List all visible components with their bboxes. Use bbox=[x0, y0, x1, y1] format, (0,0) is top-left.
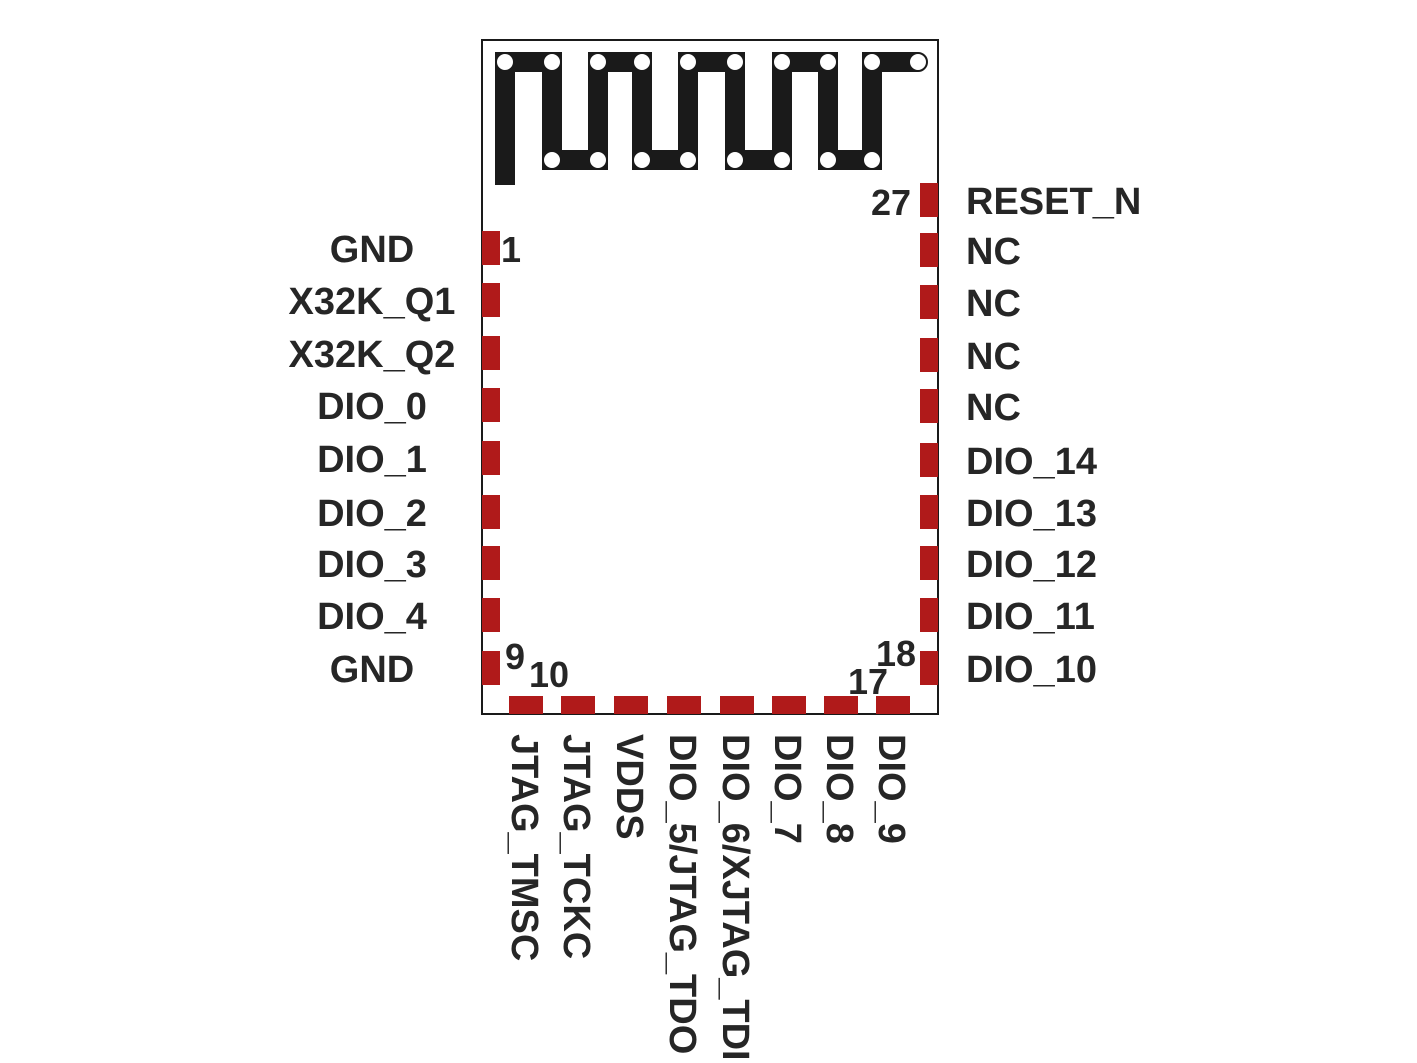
pin-label-bottom: DIO_9 bbox=[870, 734, 912, 844]
pad-right bbox=[920, 233, 938, 267]
pin-label-right: DIO_11 bbox=[966, 596, 1095, 638]
pad-right bbox=[920, 183, 938, 217]
pin-number-bottom-last: 17 bbox=[848, 661, 888, 702]
pad-bottom bbox=[509, 696, 543, 714]
pad-left bbox=[482, 495, 500, 529]
pin-number-last: 27 bbox=[871, 182, 911, 223]
pin-number-first: 1 bbox=[501, 229, 521, 270]
pin-label-right: NC bbox=[966, 387, 1021, 429]
pin-label-left: GND bbox=[330, 229, 414, 271]
pin-label-left: DIO_1 bbox=[317, 439, 427, 481]
pad-left bbox=[482, 441, 500, 475]
pad-left bbox=[482, 388, 500, 422]
pad-left bbox=[482, 651, 500, 685]
pad-right bbox=[920, 495, 938, 529]
pin-label-left: X32K_Q1 bbox=[289, 281, 456, 323]
pin-label-right: DIO_13 bbox=[966, 493, 1097, 535]
pin-label-left: DIO_2 bbox=[317, 493, 427, 535]
pad-left bbox=[482, 231, 500, 265]
pad-bottom bbox=[667, 696, 701, 714]
pad-left bbox=[482, 336, 500, 370]
pad-left bbox=[482, 283, 500, 317]
pad-bottom bbox=[614, 696, 648, 714]
pin-label-bottom: JTAG_TCKC bbox=[555, 734, 597, 959]
pin-label-left: DIO_4 bbox=[317, 596, 427, 638]
pin-label-right: NC bbox=[966, 231, 1021, 273]
pad-left bbox=[482, 598, 500, 632]
pad-left bbox=[482, 546, 500, 580]
pin-label-right: RESET_N bbox=[966, 181, 1141, 223]
pad-right bbox=[920, 651, 938, 685]
pin-label-right: NC bbox=[966, 283, 1021, 325]
pin-number-bottom-first: 10 bbox=[529, 654, 569, 695]
pad-right bbox=[920, 546, 938, 580]
pad-right bbox=[920, 598, 938, 632]
pad-right bbox=[920, 285, 938, 319]
pin-label-left: DIO_0 bbox=[317, 386, 427, 428]
pin-labels: GNDX32K_Q1X32K_Q2DIO_0DIO_1DIO_2DIO_3DIO… bbox=[289, 181, 1142, 1061]
pad-right bbox=[920, 443, 938, 477]
pad-bottom bbox=[876, 696, 910, 714]
pin-number-right-first: 18 bbox=[876, 633, 916, 674]
pin-pads bbox=[482, 183, 938, 714]
pin-label-bottom: DIO_8 bbox=[818, 734, 860, 844]
pin-label-right: DIO_10 bbox=[966, 649, 1097, 691]
pin-label-bottom: DIO_5/JTAG_TDO bbox=[661, 734, 703, 1054]
pad-bottom bbox=[720, 696, 754, 714]
pin-label-left: GND bbox=[330, 649, 414, 691]
pin-label-bottom: DIO_6/XJTAG_TDI bbox=[714, 734, 756, 1061]
pad-bottom bbox=[772, 696, 806, 714]
pin-label-right: DIO_14 bbox=[966, 441, 1097, 483]
pin-label-right: DIO_12 bbox=[966, 544, 1097, 586]
pad-right bbox=[920, 389, 938, 423]
pin-label-left: X32K_Q2 bbox=[289, 334, 456, 376]
pin-number-left-last: 9 bbox=[505, 636, 525, 677]
pin-label-left: DIO_3 bbox=[317, 544, 427, 586]
pad-right bbox=[920, 338, 938, 372]
antenna-trace-icon bbox=[495, 52, 928, 185]
pin-label-bottom: DIO_7 bbox=[766, 734, 808, 844]
pin-label-bottom: JTAG_TMSC bbox=[503, 734, 545, 961]
pad-bottom bbox=[561, 696, 595, 714]
pin-label-bottom: VDDS bbox=[608, 734, 650, 840]
pin-label-right: NC bbox=[966, 336, 1021, 378]
pad-bottom bbox=[824, 696, 858, 714]
